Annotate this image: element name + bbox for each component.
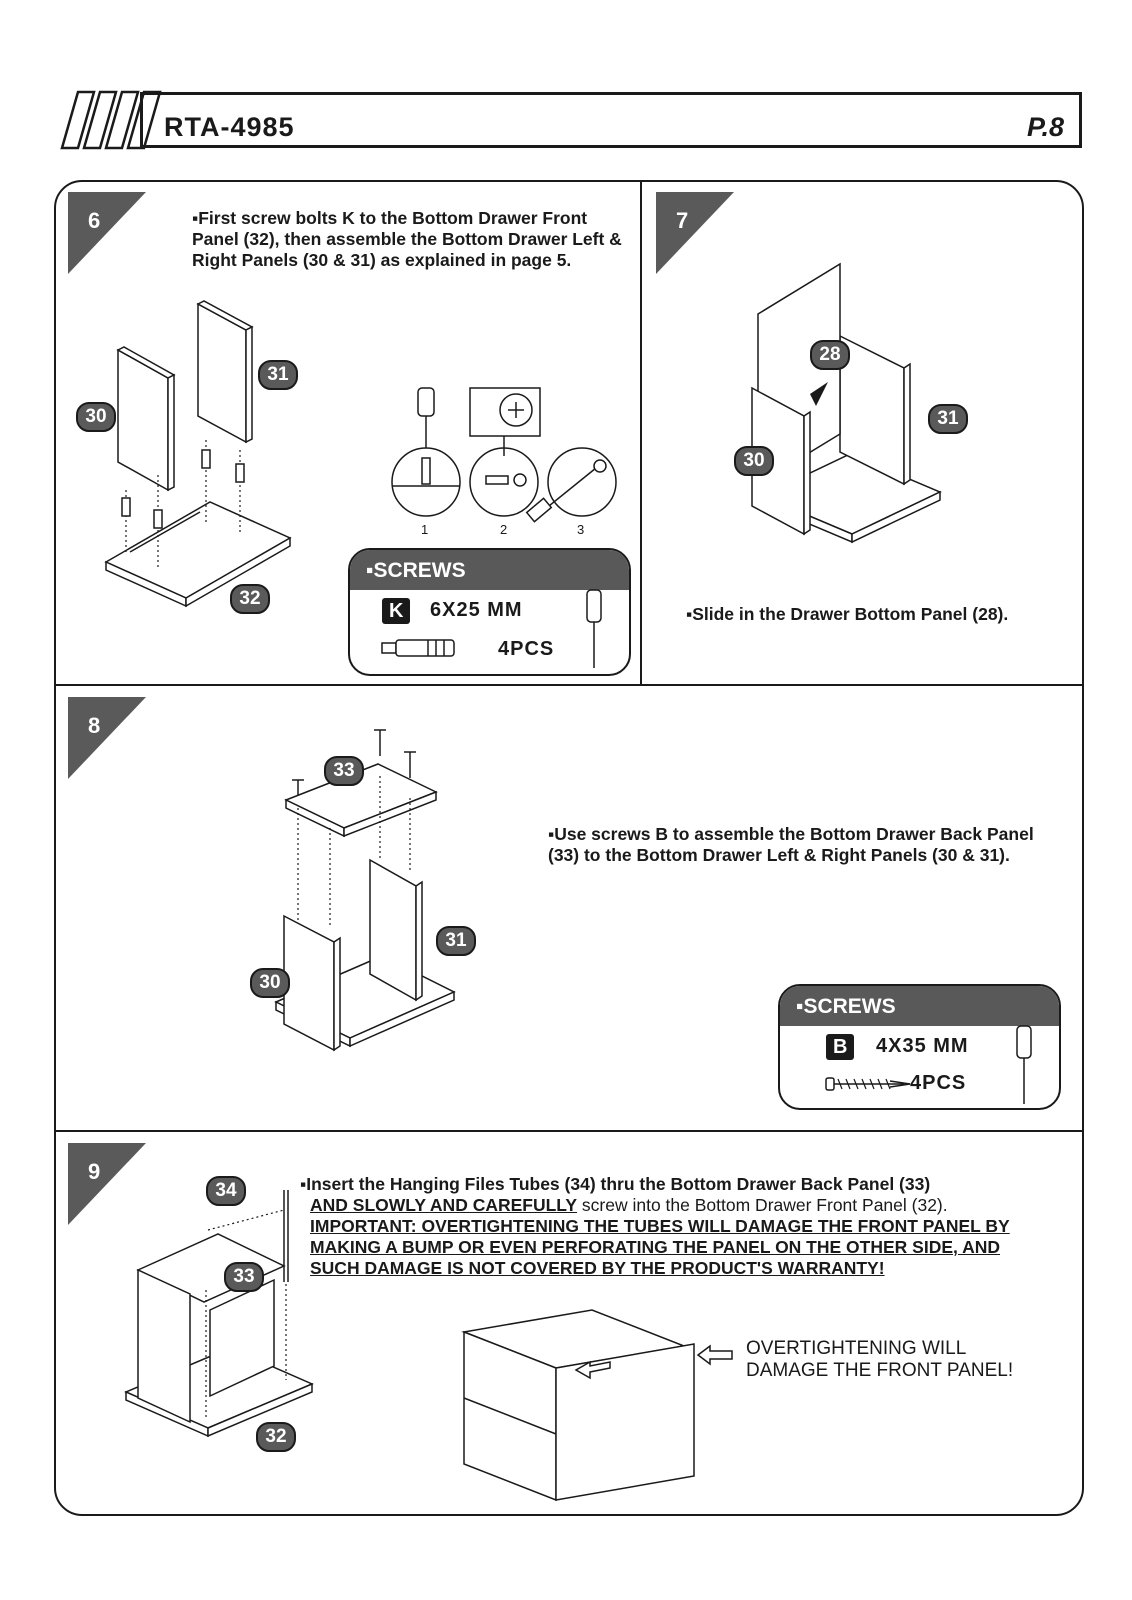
divider-row2 <box>54 1130 1084 1132</box>
step-8-number: 8 <box>88 713 100 739</box>
part-31-callout-s8: 31 <box>436 926 476 956</box>
step-8-illustration <box>276 720 506 1080</box>
screwdriver-icon <box>584 590 604 670</box>
screw-size-b: 4X35 MM <box>876 1035 969 1058</box>
part-28-callout: 28 <box>810 340 850 370</box>
step-7-number: 7 <box>676 208 688 234</box>
step-9-text-1: ▪Insert the Hanging Files Tubes (34) thr… <box>300 1174 930 1194</box>
drawer-front-illustration <box>460 1310 720 1510</box>
part-32-callout: 32 <box>230 584 270 614</box>
screw-b-icon <box>824 1076 914 1092</box>
step-8-instruction: ▪Use screws B to assemble the Bottom Dra… <box>548 824 1048 866</box>
screw-qty-b: 4PCS <box>910 1072 966 1095</box>
part-33-callout: 33 <box>324 756 364 786</box>
page-number: P.8 <box>1027 112 1064 143</box>
detail-label-2: 2 <box>500 522 507 537</box>
screws-box-k: ▪SCREWS K 6X25 MM 4PCS <box>348 548 631 676</box>
part-33-callout-s9: 33 <box>224 1262 264 1292</box>
step-9-number: 9 <box>88 1159 100 1185</box>
part-30-callout-s8: 30 <box>250 968 290 998</box>
screwdriver-icon <box>1014 1026 1034 1106</box>
part-30-callout-s7: 30 <box>734 446 774 476</box>
screws-box-b: ▪SCREWS B 4X35 MM 4PCS <box>778 984 1061 1110</box>
overtightening-warning: OVERTIGHTENING WILL DAMAGE THE FRONT PAN… <box>746 1338 1046 1382</box>
detail-label-3: 3 <box>577 522 584 537</box>
step-7-flag <box>656 192 736 276</box>
step-9-emphasis: AND SLOWLY AND CAREFULLY <box>310 1195 577 1215</box>
arrow-left-icon <box>696 1344 736 1366</box>
step-9-text-2: screw into the Bottom Drawer Front Panel… <box>577 1195 948 1215</box>
divider-6-7 <box>640 180 642 685</box>
step-7-instruction: ▪Slide in the Drawer Bottom Panel (28). <box>686 604 1076 625</box>
part-31-callout-s7: 31 <box>928 404 968 434</box>
step-6-instruction: ▪First screw bolts K to the Bottom Drawe… <box>192 208 632 271</box>
part-30-callout: 30 <box>76 402 116 432</box>
model-number: RTA-4985 <box>164 112 295 143</box>
part-31-callout: 31 <box>258 360 298 390</box>
screw-code-k: K <box>382 598 410 624</box>
screws-box-k-title: ▪SCREWS <box>350 550 629 590</box>
screws-box-b-title: ▪SCREWS <box>780 986 1059 1026</box>
step-9-instruction: ▪Insert the Hanging Files Tubes (34) thr… <box>300 1174 1070 1216</box>
part-32-callout-s9: 32 <box>256 1422 296 1452</box>
step-8-flag <box>68 697 148 781</box>
step-6-flag <box>68 192 148 276</box>
step-6-number: 6 <box>88 208 100 234</box>
detail-label-1: 1 <box>421 522 428 537</box>
step-9-important-notice: IMPORTANT: OVERTIGHTENING THE TUBES WILL… <box>310 1216 1040 1279</box>
part-34-callout: 34 <box>206 1176 246 1206</box>
screw-qty-k: 4PCS <box>498 638 554 661</box>
bolt-k-icon <box>380 638 460 658</box>
screw-code-b: B <box>826 1034 854 1060</box>
bolt-detail-illustration <box>386 386 626 536</box>
divider-row1 <box>54 684 1084 686</box>
screw-size-k: 6X25 MM <box>430 599 523 622</box>
